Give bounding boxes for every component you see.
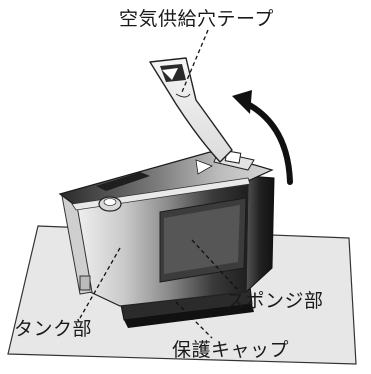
leader-line-sponge <box>191 239 239 291</box>
leader-line-air-tape <box>181 29 209 93</box>
air-supply-tape <box>149 57 233 163</box>
protective-cap-label: 保護キャップ <box>172 339 290 361</box>
peel-direction-arrow-icon <box>232 90 293 185</box>
sponge-label: スポンジ部 <box>226 290 324 312</box>
arrow-indicator-icon <box>195 159 213 175</box>
cartridge-body <box>58 150 275 307</box>
tape-arrow-icon <box>162 68 178 80</box>
tank-label: タンク部 <box>14 318 93 340</box>
leader-line-cap <box>175 301 213 339</box>
air-supply-tape-label: 空気供給穴テープ <box>119 8 274 30</box>
